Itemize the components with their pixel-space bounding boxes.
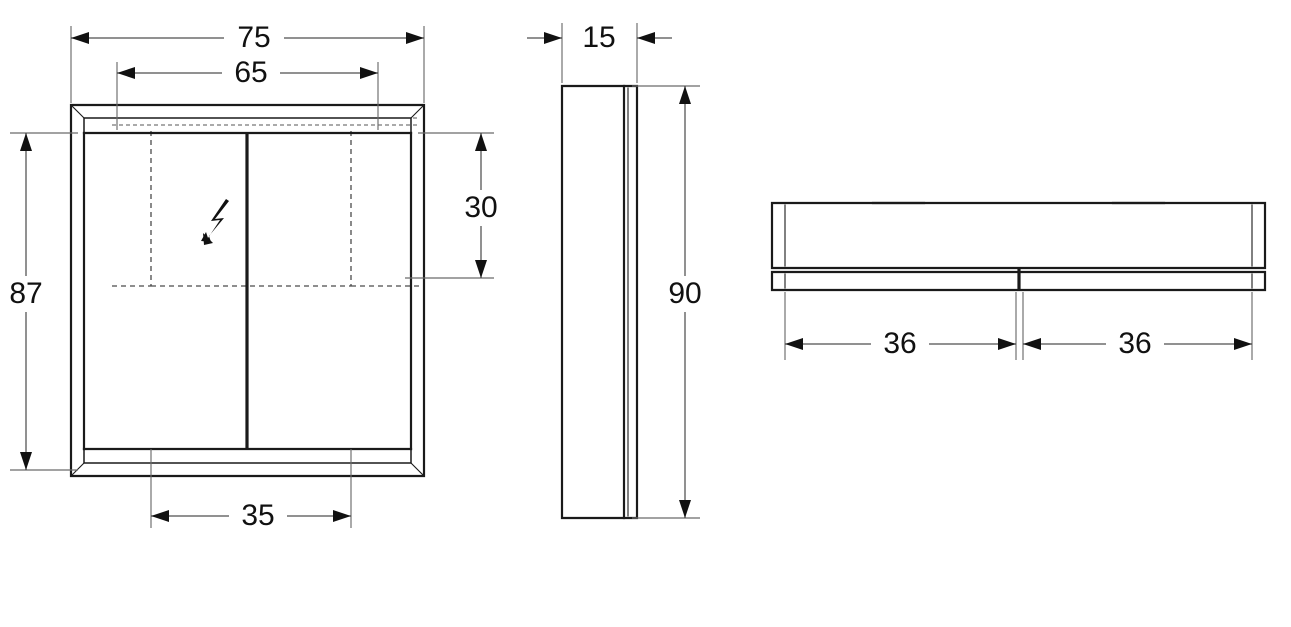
dim-30-arrow-top [475, 133, 487, 151]
dim-36-left-text-bg [871, 326, 929, 362]
dimension-75: 75 [70, 20, 425, 103]
front-mitre-bottom-right [410, 462, 425, 477]
dim-15-arrow-right [637, 32, 655, 44]
dim-75-arrow-right [406, 32, 424, 44]
dimension-36-left: 36 [784, 292, 1017, 362]
front-mitre-top-right [410, 104, 425, 119]
dim-87-arrow-bottom [20, 452, 32, 470]
dim-36-right-text-bg [1106, 326, 1164, 362]
dim-75-arrow-left [71, 32, 89, 44]
dimension-87: 87 [2, 132, 78, 471]
front-view-doors [82, 131, 413, 451]
dimension-90: 90 [632, 85, 709, 519]
dim-36-right-label: 36 [1118, 327, 1151, 360]
dim-30-arrow-bottom [475, 260, 487, 278]
dim-15-label: 15 [582, 21, 615, 54]
dim-87-arrow-top [20, 133, 32, 151]
dim-36-right-arrow-left [1023, 338, 1041, 350]
dimension-15: 15 [527, 21, 672, 83]
dim-30-label: 30 [464, 191, 497, 224]
dimension-36-right: 36 [1022, 292, 1253, 362]
dim-90-text-bg [661, 276, 709, 312]
dim-65-arrow-left [117, 67, 135, 79]
dim-90-label: 90 [668, 277, 701, 310]
side-body-outline [560, 84, 639, 520]
lightning-bolt-icon [201, 199, 229, 245]
top-view: 36 36 [770, 201, 1267, 362]
dim-65-arrow-right [360, 67, 378, 79]
side-view: 15 90 [527, 21, 709, 520]
dim-36-left-arrow-right [998, 338, 1016, 350]
dim-15-arrow-left [544, 32, 562, 44]
dim-35-label: 35 [241, 499, 274, 532]
top-carcass-outline [770, 201, 1267, 270]
front-view-hidden-lines [112, 117, 420, 287]
dim-90-arrow-top [679, 86, 691, 104]
dim-35-arrow-right [333, 510, 351, 522]
dimension-30: 30 [405, 132, 505, 279]
dim-90-arrow-bottom [679, 500, 691, 518]
dim-65-label: 65 [234, 56, 267, 89]
dim-75-text-bg [224, 20, 284, 56]
top-door-strip [770, 270, 1267, 292]
dim-35-arrow-left [151, 510, 169, 522]
front-mitre-top-left [70, 104, 85, 119]
dim-87-text-bg [2, 276, 50, 312]
dim-75-label: 75 [237, 21, 270, 54]
dimension-35: 35 [150, 449, 352, 534]
dim-87-label: 87 [9, 277, 42, 310]
dim-36-left-label: 36 [883, 327, 916, 360]
dim-65-text-bg [222, 55, 280, 91]
dim-30-text-bg [457, 190, 505, 226]
dimension-65: 65 [116, 55, 379, 130]
dim-36-right-arrow-right [1234, 338, 1252, 350]
front-view: 75 65 87 [2, 20, 505, 534]
dim-35-text-bg [229, 498, 287, 534]
dim-36-left-arrow-left [785, 338, 803, 350]
